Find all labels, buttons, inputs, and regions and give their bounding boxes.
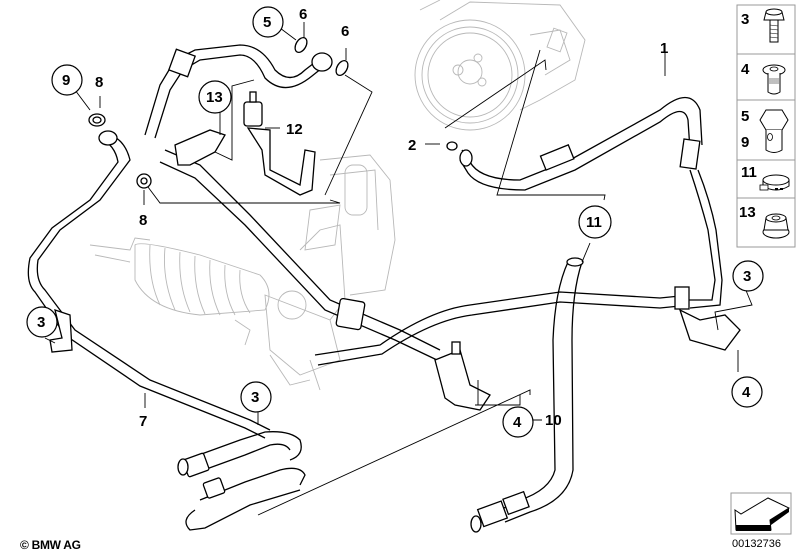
callout-2[interactable]: 2 [408, 137, 416, 154]
drawing-number: 00132736 [732, 538, 781, 550]
callout-4-right[interactable]: 4 [731, 376, 763, 408]
svg-text:3: 3 [37, 314, 45, 331]
svg-text:7: 7 [139, 413, 147, 430]
hex-bolt-icon [763, 8, 785, 43]
svg-text:10: 10 [545, 412, 562, 429]
callout-6-right[interactable]: 6 [341, 23, 349, 40]
callout-1[interactable]: 1 [660, 40, 668, 57]
callout-8-bottom[interactable]: 8 [139, 212, 147, 229]
legend-item-4[interactable]: 4 [741, 61, 786, 95]
svg-text:5: 5 [741, 108, 749, 125]
center-bracket [434, 341, 491, 411]
legend-item-11[interactable]: 11 [741, 164, 790, 191]
svg-text:4: 4 [742, 384, 751, 401]
steering-rack-ghost [89, 154, 396, 391]
callout-12[interactable]: 12 [286, 121, 303, 138]
callout-3-left[interactable]: 3 [26, 306, 58, 338]
rivet-nut-icon [762, 64, 786, 95]
callout-13[interactable]: 13 [198, 80, 232, 114]
back-arrow-button[interactable] [730, 492, 792, 535]
svg-text:3: 3 [251, 389, 259, 406]
svg-text:11: 11 [586, 214, 602, 231]
callout-3-lower[interactable]: 3 [240, 381, 272, 413]
svg-text:3: 3 [743, 268, 751, 285]
legend-item-5-9[interactable]: 5 9 [741, 108, 789, 153]
svg-text:3: 3 [741, 11, 749, 28]
banjo-bolt-icon [759, 109, 789, 153]
upper-hose [144, 44, 441, 361]
svg-text:6: 6 [299, 6, 307, 23]
back-arrow-icon [734, 497, 791, 531]
return-line [314, 286, 741, 366]
callout-7[interactable]: 7 [139, 413, 147, 430]
svg-text:6: 6 [341, 23, 349, 40]
svg-text:1: 1 [660, 40, 668, 57]
hose-clamp-icon [759, 174, 790, 191]
callout-6-left[interactable]: 6 [299, 6, 307, 23]
hose-10 [470, 257, 584, 533]
hose-7 [27, 130, 271, 439]
svg-text:13: 13 [739, 204, 756, 221]
copyright-notice: © BMW AG [20, 538, 81, 552]
legend-item-13[interactable]: 13 [739, 204, 790, 239]
callout-5[interactable]: 5 [252, 6, 284, 38]
callout-8-top[interactable]: 8 [95, 74, 103, 91]
callout-3-right[interactable]: 3 [732, 260, 764, 292]
legend-item-3[interactable]: 3 [741, 8, 785, 43]
svg-text:8: 8 [95, 74, 103, 91]
svg-text:4: 4 [741, 61, 750, 78]
callout-11[interactable]: 11 [578, 205, 612, 239]
svg-text:13: 13 [206, 89, 223, 106]
hose-1 [459, 96, 723, 309]
pump-ghost [414, 0, 586, 131]
callout-9[interactable]: 9 [51, 64, 83, 96]
seals [88, 36, 458, 189]
bracket-12 [243, 91, 316, 196]
callout-4-center[interactable]: 4 [502, 406, 534, 438]
svg-text:4: 4 [513, 414, 522, 431]
svg-text:8: 8 [139, 212, 147, 229]
svg-text:12: 12 [286, 121, 303, 138]
callout-10[interactable]: 10 [545, 412, 562, 429]
lower-hose-assembly [177, 431, 306, 531]
svg-text:9: 9 [62, 72, 70, 89]
parts-legend: 3 4 5 9 [736, 4, 796, 248]
leader-lines [44, 22, 753, 516]
svg-text:9: 9 [741, 134, 749, 151]
flange-nut-icon [762, 213, 790, 239]
svg-text:5: 5 [263, 14, 271, 31]
svg-text:2: 2 [408, 137, 416, 154]
svg-text:11: 11 [741, 164, 757, 181]
